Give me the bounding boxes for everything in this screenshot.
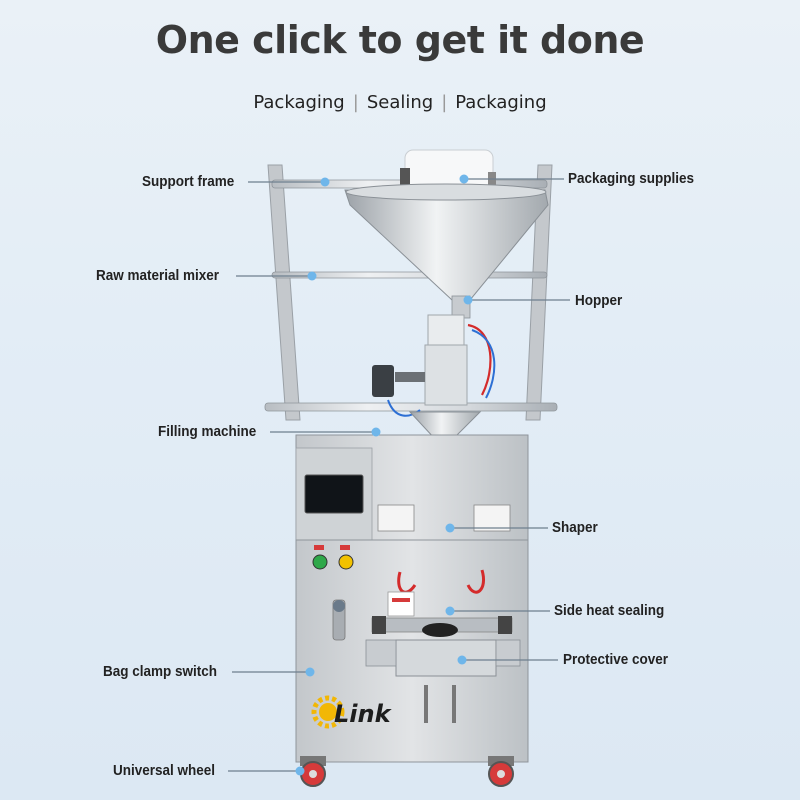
tag-sealing: Sealing [366, 92, 434, 113]
label-filling-machine: Filling machine [158, 423, 257, 440]
universal-wheels [300, 756, 514, 787]
label-bag-clamp-switch: Bag clamp switch [103, 663, 218, 680]
label-shaper: Shaper [552, 519, 598, 536]
leader-lines [228, 178, 570, 772]
tag-separator: | [441, 92, 448, 113]
tagline: Packaging | Sealing | Packaging [0, 92, 800, 113]
page-title: One click to get it done [155, 18, 645, 62]
label-raw-material-mixer: Raw material mixer [96, 267, 220, 284]
machine-cabinet [295, 539, 529, 763]
label-protective-cover: Protective cover [563, 651, 669, 668]
label-packaging-supplies: Packaging supplies [568, 170, 695, 187]
label-universal-wheel: Universal wheel [113, 762, 216, 779]
tag-packaging-1: Packaging [253, 92, 345, 113]
tag-packaging-2: Packaging [455, 92, 547, 113]
label-side-heat-sealing: Side heat sealing [554, 602, 665, 619]
label-support-frame: Support frame [142, 173, 235, 190]
leader-dots [295, 174, 473, 776]
hopper [344, 183, 549, 319]
control-panel [295, 434, 529, 541]
label-hopper: Hopper [575, 292, 623, 309]
logo-text: Link [334, 700, 393, 728]
tag-separator: | [352, 92, 359, 113]
brand-logo: Link [311, 695, 393, 729]
filling-pump [372, 314, 496, 417]
